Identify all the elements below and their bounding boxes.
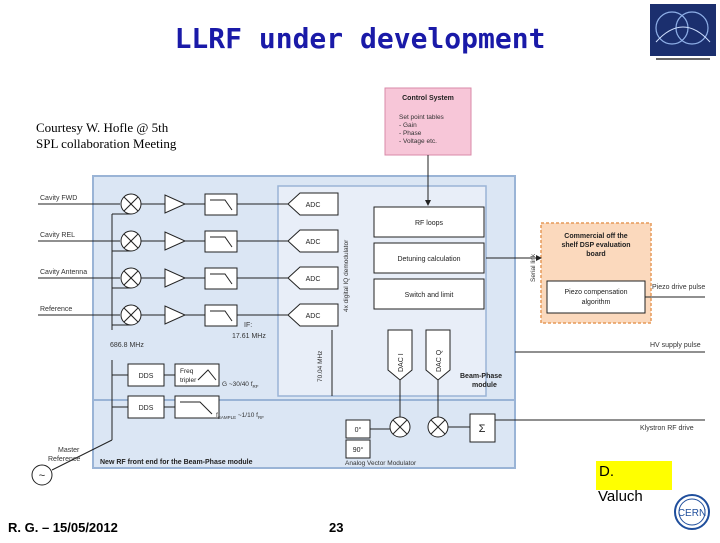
filter-links [237, 203, 288, 316]
adc-3-label: ADC [306, 276, 321, 283]
if-label-2: 17.61 MHz [232, 333, 266, 340]
front-end-label: New RF front end for the Beam-Phase modu… [100, 459, 253, 466]
beam-phase-label-2: module [472, 382, 497, 389]
switch-limit-label: Switch and limit [405, 292, 454, 299]
collaboration-logo [648, 2, 718, 62]
tripler-label-1: Freq [180, 368, 194, 375]
phase-90-box [345, 439, 371, 459]
lo-formula: G ~30/40 fRF [222, 381, 259, 389]
control-line-2: - Gain [399, 122, 417, 129]
cern-logo: CERN [668, 490, 716, 538]
avm-label: Analog Vector Modulator [345, 460, 417, 467]
control-line-4: - Voltage etc. [399, 138, 437, 145]
input-channels: Cavity FWD Cavity REL Cavity Antenna Ref… [38, 195, 120, 316]
dac-q-label: DAC Q [436, 349, 443, 372]
sample-filter-block [174, 395, 220, 419]
filters [204, 193, 238, 327]
adc-1-label: ADC [306, 202, 321, 209]
cots-label-3: board [586, 251, 605, 258]
cots-label-1: Commercial off the [564, 233, 628, 240]
input-reference: Reference [40, 306, 72, 313]
dac-i-label: DAC I [398, 353, 405, 372]
cern-logo-text: CERN [678, 508, 706, 519]
beam-phase-label-1: Beam-Phase [460, 373, 502, 380]
phase-0-label: 0° [355, 426, 362, 434]
piezo-label-2: algorithm [582, 299, 611, 306]
lo-frequency-label: 686.8 MHz [110, 342, 144, 349]
control-system-title: Control System [402, 95, 454, 102]
page-number: 23 [329, 520, 344, 535]
amp-links [141, 203, 205, 316]
sum-symbol: Σ [479, 423, 486, 435]
footer-author-date: R. G. – 15/05/2012 [8, 520, 118, 535]
output-piezo: Piezo drive pulse [652, 284, 705, 291]
source-symbol: ~ [39, 470, 45, 482]
switch-limit-block [373, 278, 485, 310]
author-highlight [596, 461, 672, 490]
master-reference-source [31, 464, 53, 486]
rf-loops-block [373, 206, 485, 238]
adc-4-label: ADC [306, 313, 321, 320]
dds-2-label: DDS [139, 405, 154, 412]
detuning-block [373, 242, 485, 274]
piezo-block [546, 280, 646, 314]
adc-2-label: ADC [306, 239, 321, 246]
courtesy-line-1: Courtesy W. Hofle @ 5th [36, 120, 169, 135]
master-reference-2: Reference [48, 456, 80, 463]
input-cavity-rel: Cavity REL [40, 232, 75, 239]
output-hv: HV supply pulse [650, 342, 701, 349]
input-cavity-fwd: Cavity FWD [40, 195, 77, 202]
control-line-3: - Phase [399, 130, 422, 137]
author-initial: D. [599, 463, 614, 480]
summer-box [469, 413, 496, 443]
output-klystron: Klystron RF drive [640, 425, 694, 432]
master-reference-1: Master [58, 447, 80, 454]
cots-label-2: shelf DSP evaluation [561, 242, 630, 249]
sample-formula: fSAMPLE ~1/10 fRF [216, 412, 264, 420]
dds-1-label: DDS [139, 373, 154, 380]
slide-title: LLRF under development [174, 22, 546, 55]
clock-label: 70.04 MHz [317, 351, 324, 382]
amplifiers [164, 194, 187, 325]
if-label-1: IF: [244, 322, 252, 329]
courtesy-line-2: SPL collaboration Meeting [36, 136, 177, 151]
dacs [387, 329, 451, 381]
tripler-label-2: tripler [180, 377, 197, 384]
detuning-label: Detuning calculation [397, 256, 460, 263]
rf-loops-label: RF loops [415, 220, 444, 227]
author-surname: Valuch [598, 488, 643, 505]
phase-90-label: 90° [353, 446, 364, 454]
demod-label: 4x digital IQ demodulator [343, 239, 350, 312]
input-cavity-antenna: Cavity Antenna [40, 269, 87, 276]
adcs [287, 192, 339, 327]
control-line-1: Set point tables [399, 114, 445, 121]
courtesy-note: Courtesy W. Hofle @ 5th SPL collaboratio… [36, 120, 206, 152]
serial-link-label: Serial link [530, 253, 537, 282]
piezo-label-1: Piezo compensation [564, 289, 627, 296]
